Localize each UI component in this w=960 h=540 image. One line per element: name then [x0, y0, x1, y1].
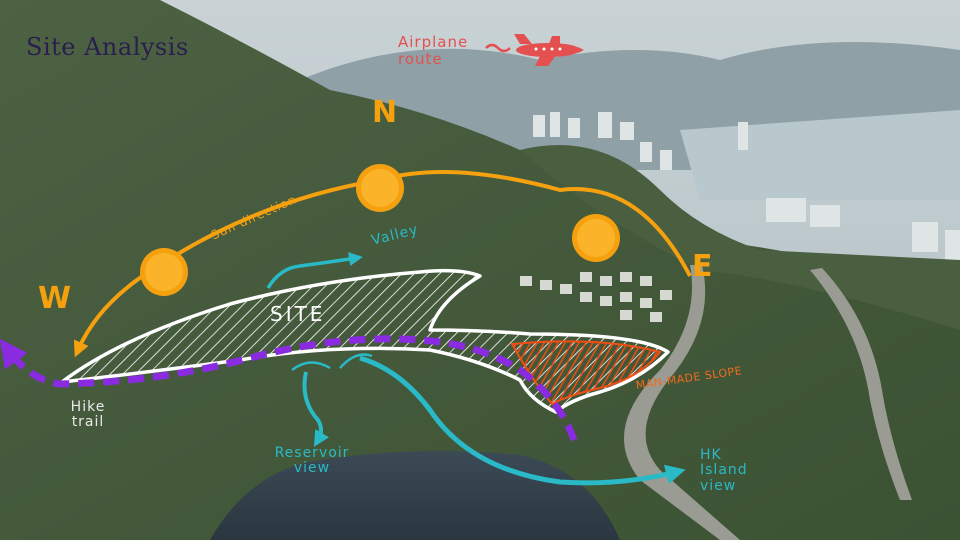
village-houses — [520, 272, 672, 322]
viewpoint-icon — [291, 353, 373, 372]
airplane-route-label: Airplane route — [398, 33, 469, 68]
distant-city — [533, 112, 960, 265]
hike-trail-line — [0, 335, 578, 442]
sun-icon — [572, 214, 620, 262]
sun-icon — [356, 164, 404, 212]
north-label: N — [372, 95, 398, 130]
valley-arrow — [266, 252, 363, 289]
ridge — [520, 145, 960, 330]
coastal-road — [624, 265, 740, 540]
winding-road — [810, 268, 912, 500]
site-label: SITE — [270, 302, 326, 326]
airplane-route-line — [485, 43, 511, 53]
west-label: W — [38, 281, 72, 316]
map-title: Site Analysis — [26, 33, 189, 61]
hk-island-view-label: HK Island view — [700, 447, 748, 494]
east-label: E — [692, 249, 713, 284]
hk-island-view-arrow — [359, 355, 686, 486]
airplane-icon — [514, 34, 584, 66]
sun-icon — [140, 248, 188, 296]
bay-water — [680, 110, 960, 200]
reservoir-view-label: Reservoir view — [274, 445, 350, 477]
hike-trail-label: Hike trail — [70, 399, 106, 431]
reservoir-view-arrow — [302, 371, 329, 447]
